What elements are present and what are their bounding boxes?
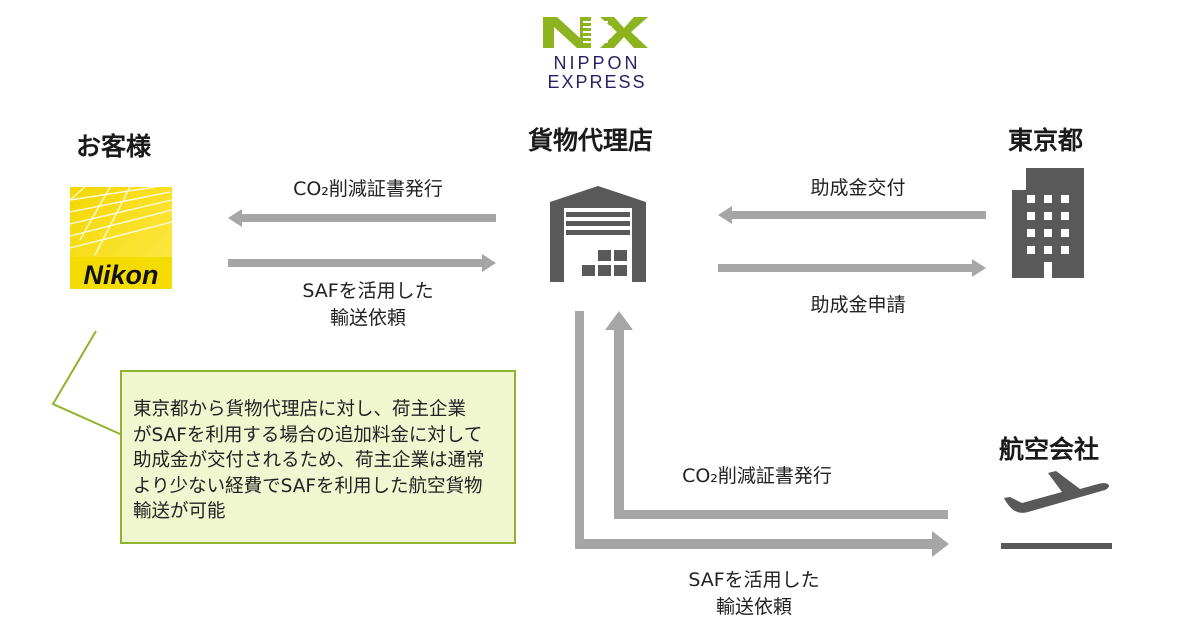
arrow-forwarder-to-airline (575, 311, 949, 557)
forwarder-title: 貨物代理店 (528, 126, 654, 155)
arrow-customer-to-forwarder (228, 254, 496, 272)
label-customer-to-forwarder: SAFを活用した 輸送依頼 (268, 278, 468, 332)
customer-title: お客様 (76, 132, 152, 161)
warehouse-icon (550, 186, 646, 282)
label-forwarder-to-customer: CO₂削減証書発行 (293, 178, 443, 200)
label-airline-to-forwarder: CO₂削減証書発行 (682, 465, 832, 487)
label-forwarder-to-airline-line1: SAFを活用した (688, 569, 820, 591)
airplane-takeoff-icon (1001, 471, 1112, 549)
logo-line1: NIPPON (553, 53, 640, 73)
arrow-forwarder-to-customer (228, 209, 496, 227)
logo-line2: EXPRESS (547, 72, 646, 92)
callout-line: より少ない経費でSAFを利用した航空貨物 (133, 475, 483, 497)
label-forwarder-to-airline: SAFを活用した 輸送依頼 (654, 567, 854, 621)
tokyo-title: 東京都 (1008, 126, 1084, 155)
label-customer-to-forwarder-line1: SAFを活用した (302, 280, 434, 302)
label-forwarder-to-tokyo: 助成金申請 (810, 294, 906, 316)
callout-line: 助成金が交付されるため、荷主企業は通常 (133, 450, 485, 471)
label-tokyo-to-forwarder: 助成金交付 (810, 177, 906, 199)
arrow-forwarder-to-tokyo (718, 259, 986, 277)
nikon-wordmark: Nikon (83, 260, 158, 290)
label-forwarder-to-airline-line2: 輸送依頼 (715, 596, 792, 618)
callout-line: 輸送が可能 (133, 501, 226, 522)
building-icon (1012, 168, 1084, 278)
callout-box: 東京都から貨物代理店に対し、荷主企業 がSAFを利用する場合の追加料金に対して … (120, 370, 516, 544)
nikon-logo: Nikon (69, 186, 173, 290)
callout-line: がSAFを利用する場合の追加料金に対して (133, 424, 483, 446)
arrow-tokyo-to-forwarder (718, 206, 986, 224)
label-customer-to-forwarder-line2: 輸送依頼 (329, 307, 406, 329)
nx-mark (543, 17, 648, 48)
callout-pointer (51, 330, 121, 435)
airline-title: 航空会社 (999, 435, 1100, 464)
callout-line: 東京都から貨物代理店に対し、荷主企業 (133, 399, 467, 420)
